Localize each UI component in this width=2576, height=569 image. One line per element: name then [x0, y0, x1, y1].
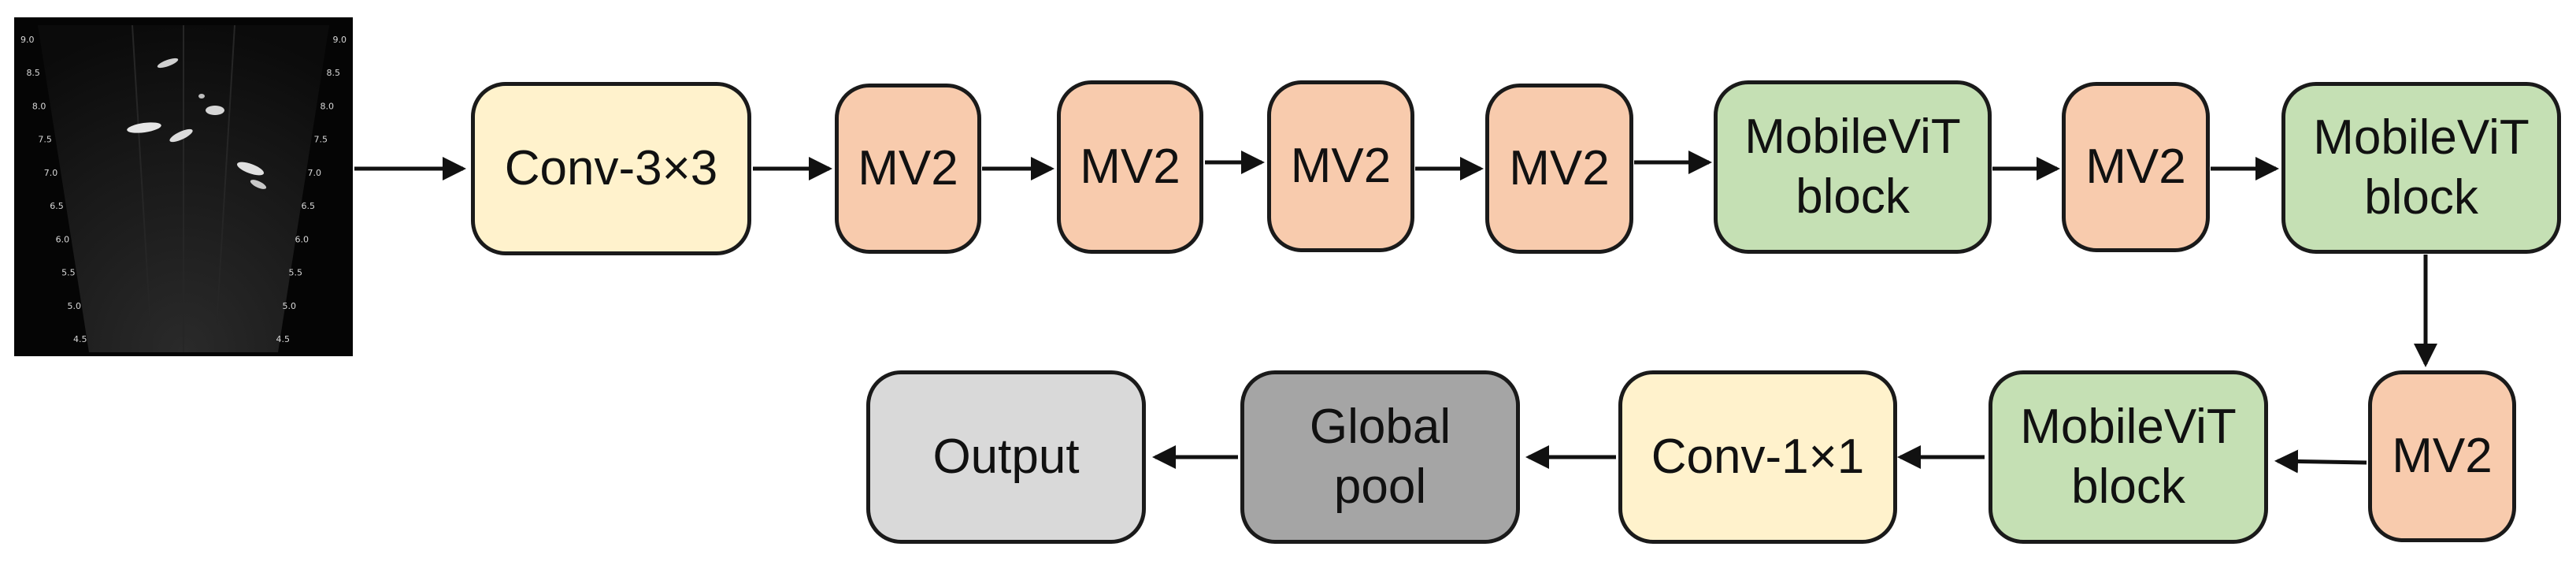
scale-label-left-9: 4.5	[73, 334, 87, 344]
scale-label-left-3: 7.5	[38, 135, 52, 145]
input-sonar-image: 9.0 8.5 8.0 7.5 7.0 6.5 6.0 5.5 5.0 4.5 9.0 8.5 8.0…	[14, 17, 353, 356]
sonar-image-graphic: 9.0 8.5 8.0 7.5 7.0 6.5 6.0 5.5 5.0 4.5 9.0 8.5 8.0…	[20, 24, 347, 353]
sonar-echo	[198, 94, 205, 99]
scale-label-right-2: 8.0	[321, 101, 335, 111]
scale-label-right-0: 9.0	[333, 35, 347, 45]
sonar-echo	[127, 122, 161, 133]
arrow-mv2-6-to-mobilevit-3	[2274, 449, 2367, 474]
sonar-echo	[206, 106, 224, 115]
scale-label-right-3: 7.5	[314, 135, 328, 145]
scale-label-left-0: 9.0	[20, 35, 35, 45]
mobilevit-block-3: MobileViT block	[1989, 370, 2268, 544]
output-label: Output	[932, 430, 1080, 485]
mobilevit-label: MobileViT block	[2313, 110, 2530, 225]
mv2-label: MV2	[1080, 139, 1181, 195]
mv2-block-1: MV2	[835, 84, 981, 254]
sonar-echo	[157, 58, 179, 69]
conv1x1-block: Conv-1×1	[1618, 370, 1897, 544]
scale-label-left-6: 6.0	[56, 234, 70, 244]
mobilevit-label: MobileViT block	[1744, 110, 1961, 224]
scale-label-right-4: 7.0	[308, 168, 322, 178]
scale-label-right-6: 6.0	[295, 234, 309, 244]
global-pool-label: Global pool	[1309, 400, 1451, 514]
scale-labels-left: 9.0 8.5 8.0 7.5 7.0 6.5 6.0 5.5 5.0 4.5	[20, 35, 87, 344]
mv2-block-6: MV2	[2368, 370, 2516, 542]
mv2-label: MV2	[2392, 429, 2493, 484]
mv2-label: MV2	[1509, 141, 1610, 196]
mv2-label: MV2	[858, 141, 958, 196]
mobilevit-block-2: MobileViT block	[2281, 82, 2561, 254]
mobilevit-label: MobileViT block	[2020, 400, 2237, 514]
scale-label-right-7: 5.5	[289, 268, 303, 278]
mv2-block-5: MV2	[2062, 82, 2210, 252]
conv3x3-block: Conv-3×3	[471, 82, 751, 255]
scale-label-right-5: 6.5	[302, 201, 316, 211]
sonar-echo	[169, 128, 193, 143]
mv2-label: MV2	[1290, 139, 1392, 194]
scale-labels-right: 9.0 8.5 8.0 7.5 7.0 6.5 6.0 5.5 5.0 4.5	[276, 35, 347, 344]
scale-label-left-5: 6.5	[50, 201, 64, 211]
scale-label-right-9: 4.5	[276, 334, 291, 344]
mobilevit-block-1: MobileViT block	[1714, 80, 1992, 254]
mv2-label: MV2	[2085, 139, 2186, 195]
conv3x3-label: Conv-3×3	[504, 141, 718, 196]
conv1x1-label: Conv-1×1	[1651, 430, 1865, 485]
mv2-block-4: MV2	[1485, 84, 1633, 254]
scale-label-right-8: 5.0	[283, 301, 297, 311]
scale-label-left-7: 5.5	[61, 268, 76, 278]
sonar-echo	[236, 162, 265, 176]
scale-label-left-2: 8.0	[32, 101, 46, 111]
sonar-echo	[250, 180, 267, 189]
scale-label-left-8: 5.0	[68, 301, 82, 311]
scale-label-right-1: 8.5	[327, 68, 341, 78]
scale-label-left-4: 7.0	[44, 168, 58, 178]
scale-label-left-1: 8.5	[26, 68, 40, 78]
mv2-block-2: MV2	[1057, 80, 1203, 254]
output-block: Output	[866, 370, 1146, 544]
mv2-block-3: MV2	[1267, 80, 1414, 252]
global-pool-block: Global pool	[1240, 370, 1520, 544]
